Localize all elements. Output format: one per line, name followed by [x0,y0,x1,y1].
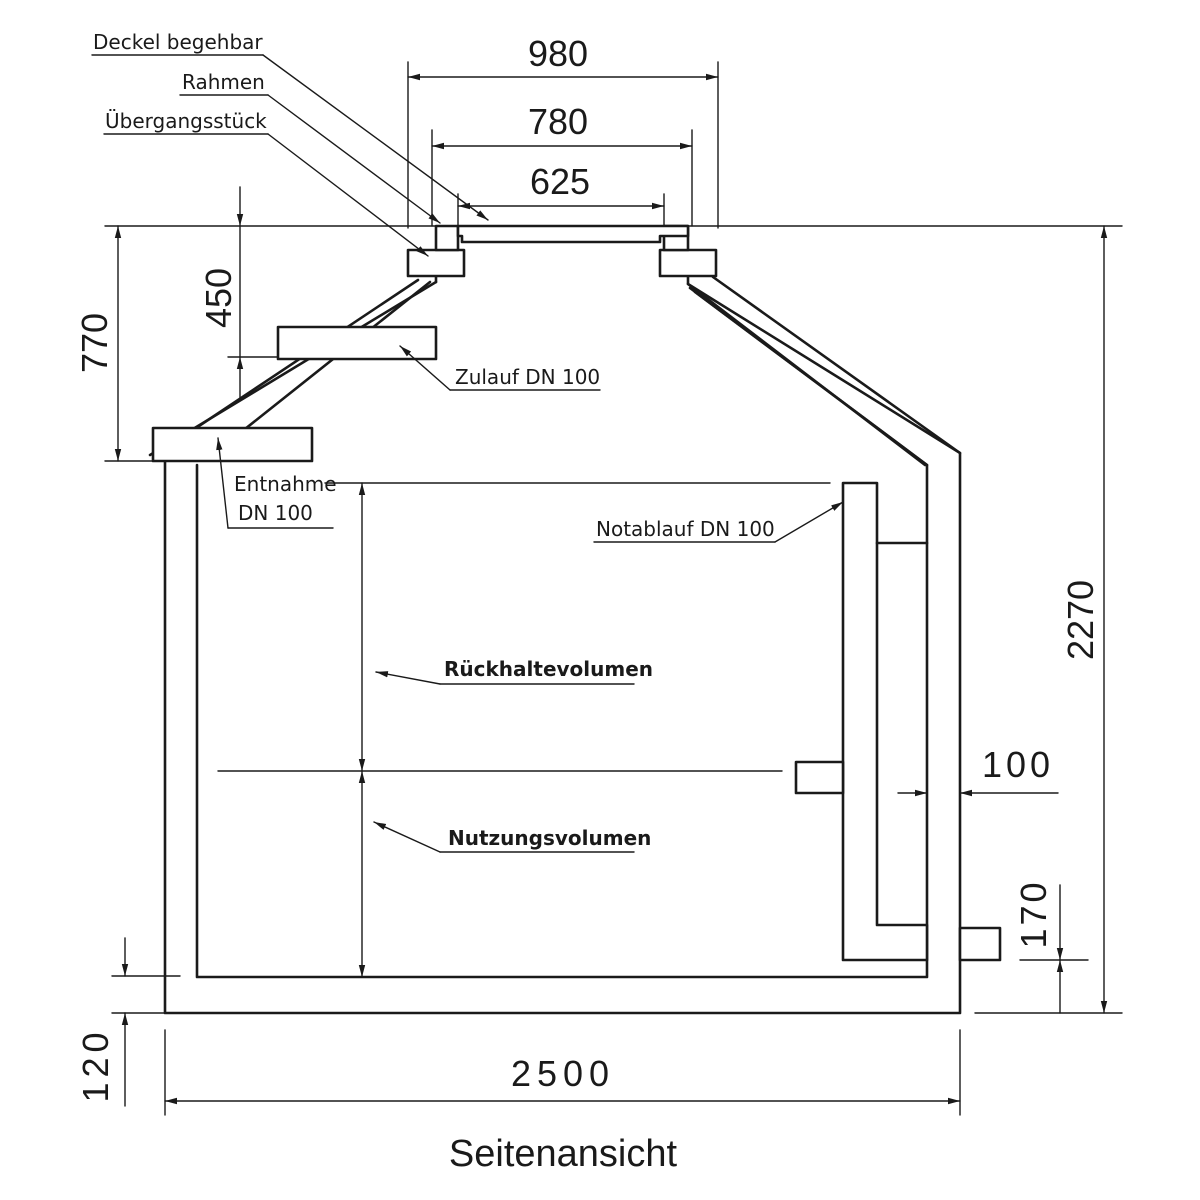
label-entnahme-line1: Entnahme [234,472,337,496]
dim-770-text: 770 [74,313,115,373]
label-rueckhaltevolumen: Rückhaltevolumen [444,657,653,681]
overflow-side-stub [794,760,845,795]
dim-780-text: 780 [528,101,588,142]
label-zulauf: Zulauf DN 100 [455,365,600,389]
overflow-outlet-pipe [958,926,1002,962]
outlet-pipe-entnahme [151,426,314,463]
frame-left [406,248,466,278]
caption-seitenansicht: Seitenansicht [449,1133,678,1175]
cover-frame-assembly [406,224,718,278]
inlet-pipe [276,325,438,361]
dim-625-text: 625 [530,161,590,202]
frame-right [658,248,718,278]
label-notablauf: Notablauf DN 100 [596,517,775,541]
dim-170-text: 170 [1013,879,1054,948]
label-nutzungsvolumen: Nutzungsvolumen [448,826,651,850]
dim-980-text: 980 [528,33,588,74]
dimension-arrows [114,73,1108,1107]
dim-2270-text: 2270 [1060,580,1101,660]
dim-120-text: 120 [75,1027,116,1102]
dim-2500-text: 2500 [511,1053,615,1094]
label-rahmen: Rahmen [182,70,265,94]
dim-450-text: 450 [198,268,239,328]
overflow-riser [794,481,1002,962]
dim-100-text: 100 [982,744,1054,785]
label-entnahme-line2: DN 100 [238,501,313,525]
leader-lines [91,54,844,853]
label-deckel-begehbar: Deckel begehbar [93,30,263,54]
label-uebergangsstueck: Übergangsstück [105,109,267,133]
cover-walkable [456,224,690,244]
transition-piece-left [434,224,460,252]
